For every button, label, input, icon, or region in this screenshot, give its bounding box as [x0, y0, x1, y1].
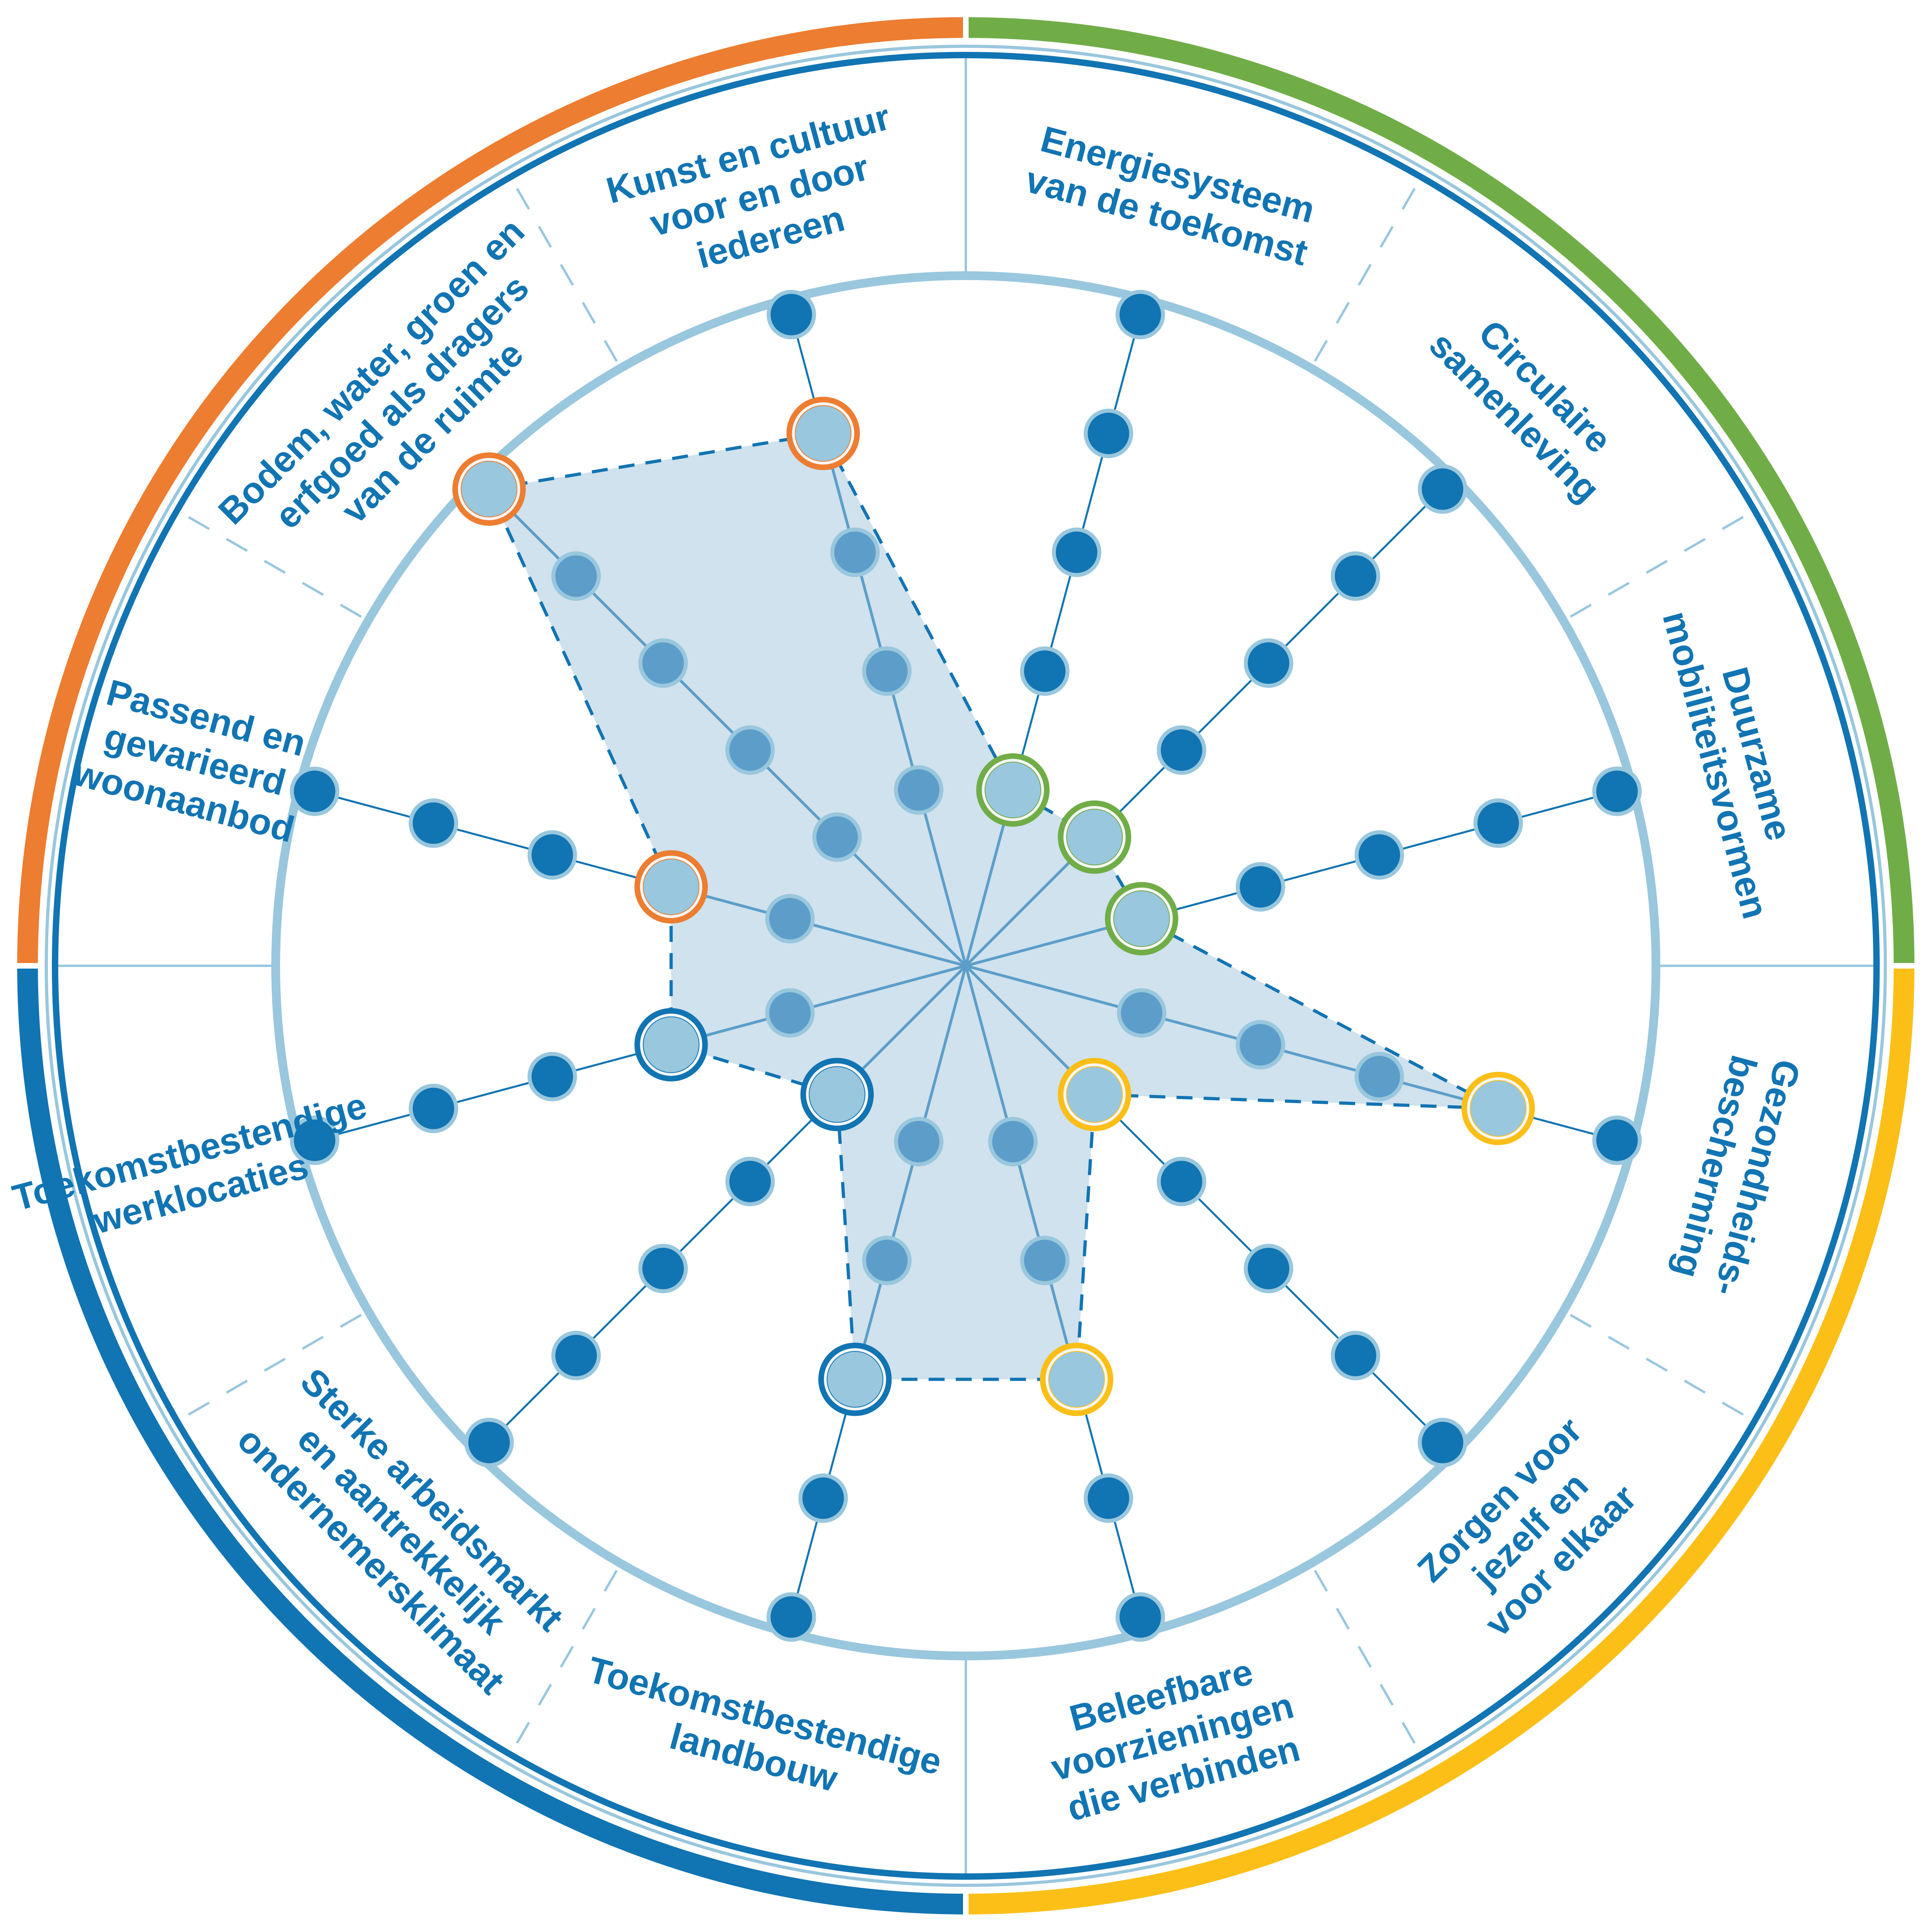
outer-blue-ring [52, 52, 1880, 1880]
level-dot [1056, 531, 1097, 573]
sector-divider [1570, 1314, 1752, 1421]
level-dot-filled [555, 555, 597, 597]
level-dot [1422, 468, 1464, 510]
band-yellow [965, 965, 1914, 1914]
sector-divider [179, 1314, 362, 1421]
value-marker [1066, 1066, 1123, 1123]
value-marker [985, 762, 1042, 819]
sector-divider [1314, 179, 1421, 362]
sector-divider [511, 179, 618, 362]
level-dot [1239, 866, 1281, 908]
value-marker [1113, 890, 1170, 947]
level-dot-filled [898, 1121, 939, 1162]
band-blue [17, 965, 966, 1914]
level-dot [412, 802, 454, 844]
level-dot [1160, 729, 1202, 771]
level-dot [1596, 1119, 1638, 1161]
value-marker [1066, 809, 1123, 866]
level-dot [1024, 650, 1066, 692]
spoke-inner [822, 433, 967, 966]
value-marker [643, 858, 700, 916]
level-dot-filled [866, 650, 908, 692]
level-dot [412, 1087, 454, 1129]
level-dot-filled [769, 898, 811, 939]
level-dot [531, 834, 573, 876]
level-dot [770, 1596, 812, 1638]
level-dot-filled [1024, 1239, 1066, 1281]
value-marker [460, 460, 517, 517]
level-dot [1334, 1334, 1376, 1376]
level-dot [1422, 1422, 1464, 1464]
spoke-inner [965, 964, 1499, 1110]
value-marker [643, 1016, 700, 1073]
level-dot-filled [898, 769, 939, 811]
level-dot [1247, 1247, 1289, 1289]
level-dot-filled [642, 642, 684, 684]
level-dot [555, 1334, 597, 1376]
level-dot [1087, 412, 1129, 454]
sector-divider [511, 1570, 618, 1752]
level-dot [729, 1160, 771, 1202]
value-marker [1470, 1080, 1527, 1137]
spoke-inner [671, 885, 966, 967]
level-dot [1477, 802, 1519, 844]
level-dot-filled [769, 992, 811, 1034]
value-marker [809, 1066, 866, 1123]
band-orange [17, 17, 966, 966]
band-green [965, 17, 1914, 966]
level-dot [1119, 294, 1161, 335]
spoke-outer [314, 790, 671, 888]
level-dots [290, 290, 1642, 1642]
level-dot [468, 1422, 510, 1464]
level-dot [770, 294, 812, 335]
level-dot [531, 1056, 573, 1097]
value-marker [795, 405, 852, 462]
level-dot [1358, 834, 1400, 876]
level-dot [1119, 1596, 1161, 1638]
level-dot-filled [1239, 1024, 1281, 1066]
level-dot [294, 1119, 335, 1161]
level-dot-filled [866, 1239, 908, 1281]
category-bands [16, 16, 1916, 1916]
level-dot-filled [816, 816, 858, 858]
level-dot [1596, 770, 1638, 812]
level-dot-filled [834, 531, 876, 573]
level-dot [1334, 555, 1376, 597]
level-dot [294, 770, 335, 812]
level-dot-filled [1358, 1056, 1400, 1097]
spoke-inner [853, 965, 967, 1380]
level-dot-filled [992, 1121, 1034, 1162]
level-dot [1087, 1477, 1129, 1519]
sector-divider [1570, 511, 1752, 618]
sector-divider [1314, 1570, 1421, 1752]
spoke-outer [314, 1044, 671, 1141]
level-dot [642, 1247, 684, 1289]
level-dot-filled [1121, 992, 1162, 1034]
spoke-inner [964, 965, 1078, 1380]
level-dot [1247, 642, 1289, 684]
level-dot [802, 1477, 844, 1519]
level-dot [1160, 1160, 1202, 1202]
value-marker [1048, 1351, 1105, 1408]
sector-divider [179, 511, 362, 618]
level-dot-filled [729, 729, 771, 771]
spoke-inner [671, 964, 966, 1046]
value-marker [827, 1351, 884, 1408]
